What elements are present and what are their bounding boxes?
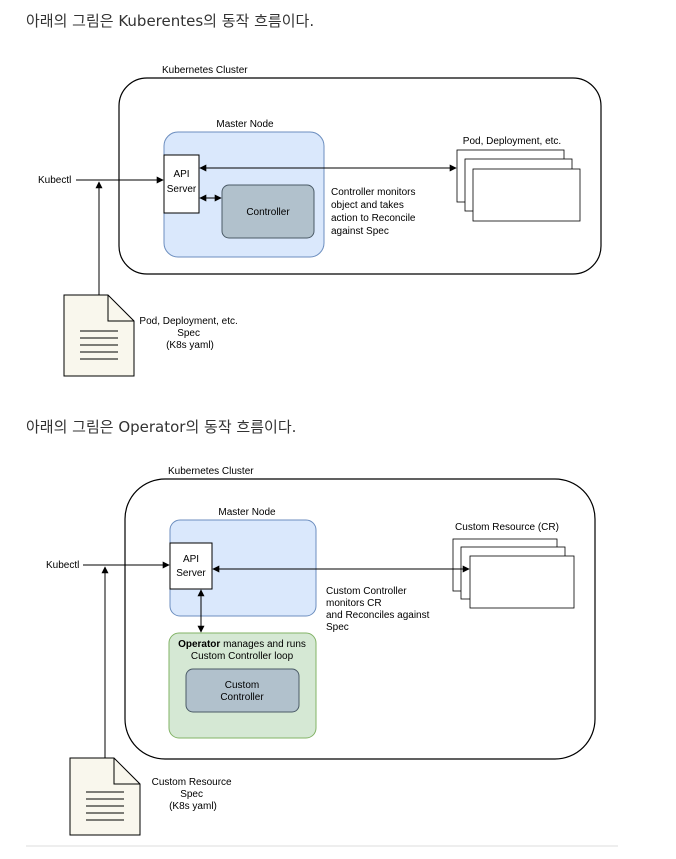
spec-label-line: Custom Resource — [152, 777, 232, 788]
api-server-label-line1: API — [183, 554, 199, 565]
master-node-label: Master Node — [218, 507, 276, 518]
spec-label: Pod, Deployment, etc. Spec (K8s yaml) — [139, 316, 240, 351]
reconcile-note-line: Controller monitors — [331, 187, 415, 198]
operator-label-line1: Operator manages and runs — [178, 639, 306, 650]
spec-label-line: (K8s yaml) — [169, 801, 217, 812]
reconcile-note-line: Custom Controller — [326, 586, 407, 597]
pods-label: Pod, Deployment, etc. — [463, 136, 561, 147]
pod-card-front — [472, 168, 581, 222]
spec-label-line: Spec — [177, 328, 200, 339]
yaml-document-icon — [69, 757, 141, 836]
yaml-document-icon — [63, 294, 135, 377]
kubectl-label: Kubectl — [38, 175, 71, 186]
spec-label-line: Spec — [180, 789, 203, 800]
operator-label-rest: manages and runs — [220, 639, 306, 650]
caption-kubernetes-flow: 아래의 그림은 Kuberentes의 동작 흐름이다. — [26, 12, 315, 30]
api-server-label-line2: Server — [167, 184, 197, 195]
kubectl-label: Kubectl — [46, 560, 79, 571]
api-server-label-line2: Server — [176, 568, 206, 579]
master-node-label: Master Node — [216, 119, 274, 130]
reconcile-note: Controller monitors object and takes act… — [331, 187, 418, 237]
cluster-label: Kubernetes Cluster — [168, 466, 254, 477]
cluster-label: Kubernetes Cluster — [162, 65, 248, 76]
custom-controller-label-line2: Controller — [220, 692, 264, 703]
spec-label: Custom Resource Spec (K8s yaml) — [152, 777, 235, 812]
controller — [221, 184, 315, 239]
reconcile-note-line: object and takes — [331, 200, 404, 211]
controller-label: Controller — [246, 207, 290, 218]
kubernetes-flow-diagram: Kubernetes Cluster Master Node API Serve… — [0, 50, 676, 385]
custom-controller — [185, 668, 300, 713]
reconcile-note-line: and Reconciles against — [326, 610, 430, 621]
reconcile-note-line: monitors CR — [326, 598, 382, 609]
api-server-label-line1: API — [173, 169, 189, 180]
api-server — [169, 542, 213, 590]
caption-operator-flow: 아래의 그림은 Operator의 동작 흐름이다. — [26, 418, 297, 436]
reconcile-note-line: against Spec — [331, 226, 389, 237]
reconcile-note: Custom Controller monitors CR and Reconc… — [326, 586, 432, 633]
bottom-divider — [26, 845, 618, 847]
spec-label-line: (K8s yaml) — [166, 340, 214, 351]
reconcile-note-line: Spec — [326, 622, 349, 633]
api-server — [163, 154, 200, 214]
operator-flow-diagram: Kubernetes Cluster Master Node API Serve… — [0, 455, 676, 845]
spec-label-line: Pod, Deployment, etc. — [139, 316, 237, 327]
operator-label-bold: Operator — [178, 639, 220, 650]
cr-card-front — [469, 555, 575, 609]
cr-label: Custom Resource (CR) — [455, 522, 559, 533]
reconcile-note-line: action to Reconcile — [331, 213, 416, 224]
operator-label-line2: Custom Controller loop — [191, 651, 294, 662]
custom-controller-label-line1: Custom — [225, 680, 259, 691]
